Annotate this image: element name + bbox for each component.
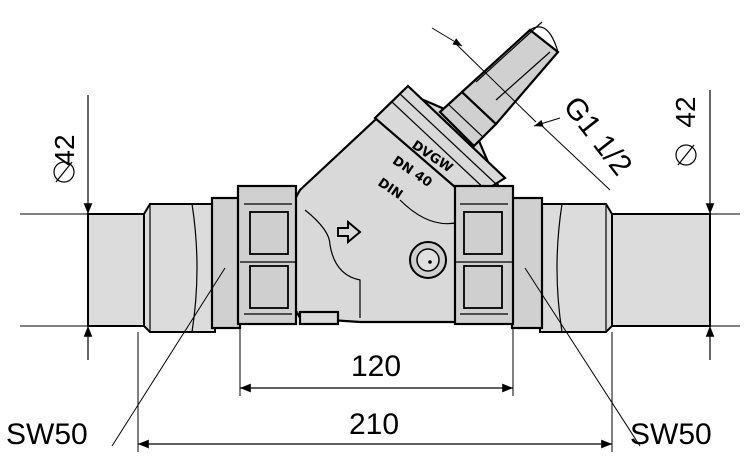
right-wrench-size-label: SW50 bbox=[630, 418, 712, 451]
right-diameter-dimension: 42 bbox=[612, 90, 740, 360]
right-wrench-size-callout: SW50 bbox=[524, 267, 712, 451]
valve-body bbox=[288, 84, 507, 326]
inspection-plug bbox=[409, 241, 447, 279]
right-diameter-label: 42 bbox=[670, 96, 701, 127]
overall-length-label: 210 bbox=[349, 408, 399, 441]
flow-arrow-icon bbox=[337, 219, 362, 245]
left-union-nut bbox=[210, 184, 298, 330]
left-diameter-dimension: 42 bbox=[20, 95, 93, 360]
thread-label: G1 1/2 bbox=[557, 91, 638, 182]
diameter-symbol bbox=[53, 161, 75, 183]
right-pipe bbox=[539, 203, 711, 333]
left-diameter-label: 42 bbox=[49, 134, 80, 165]
nut-spacing-dimension: 120 bbox=[239, 328, 514, 396]
diameter-symbol-right bbox=[675, 144, 697, 166]
nut-spacing-label: 120 bbox=[351, 350, 401, 383]
valve-stem bbox=[438, 21, 560, 148]
right-union-nut bbox=[453, 184, 544, 330]
overall-length-dimension: 210 bbox=[137, 332, 613, 452]
left-wrench-size-label: SW50 bbox=[6, 418, 88, 451]
left-pipe bbox=[87, 203, 216, 333]
left-wrench-size-callout: SW50 bbox=[6, 267, 226, 451]
